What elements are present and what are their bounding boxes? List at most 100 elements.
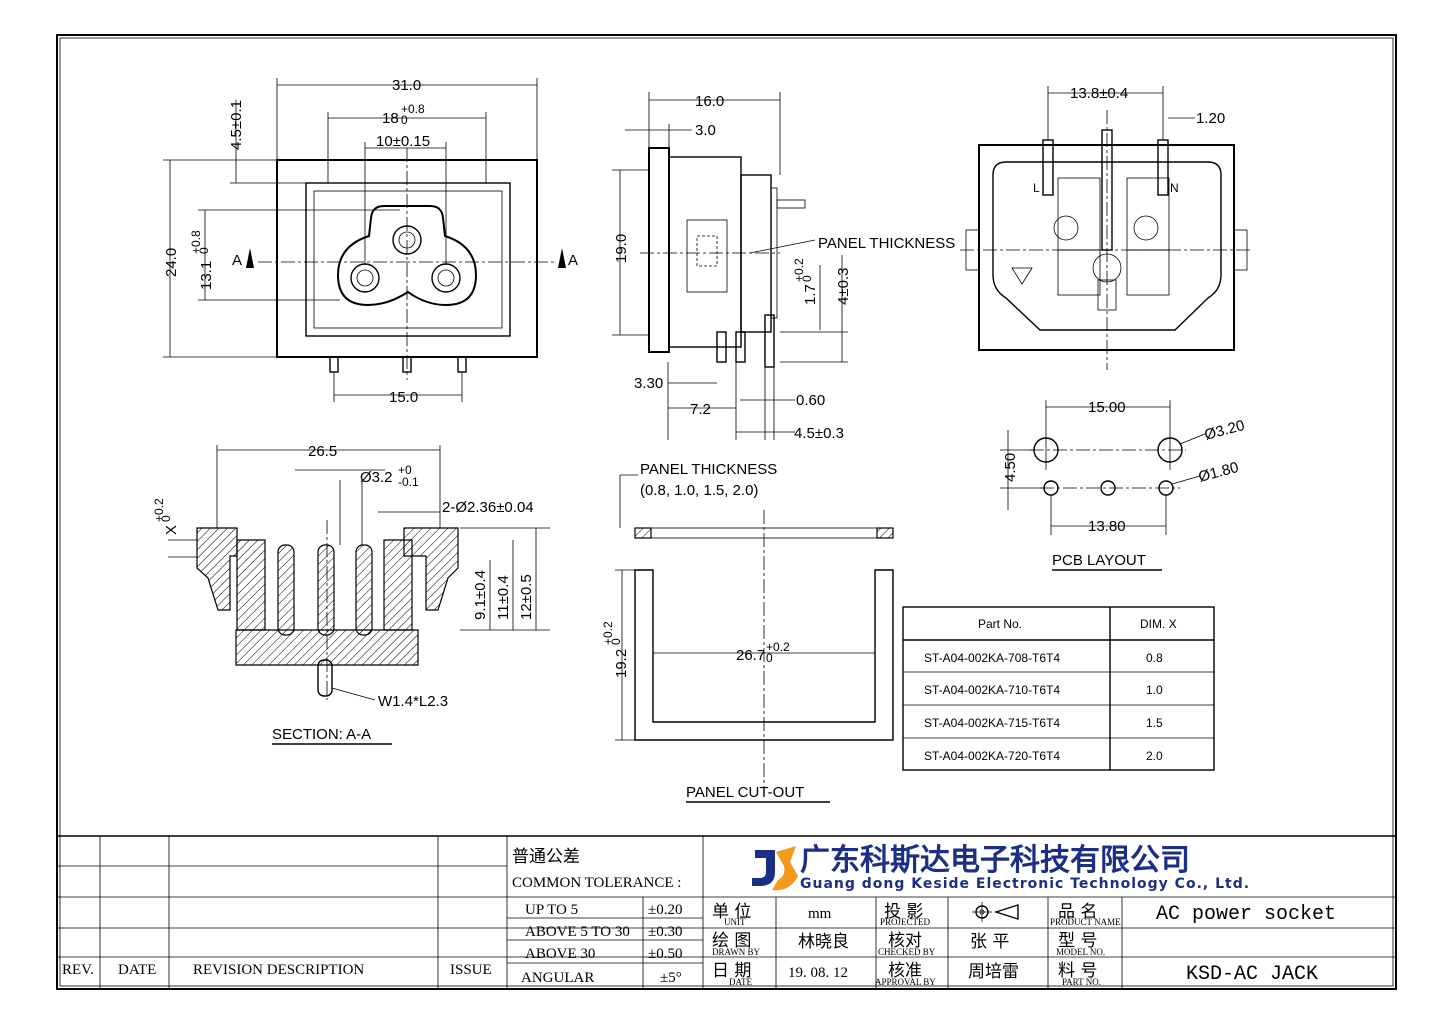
model-en: MODEL NO. — [1056, 947, 1105, 957]
tol-row-1-value: ±0.20 — [648, 902, 682, 918]
tol-row-2-value: ±0.30 — [648, 924, 682, 940]
date-value: 19. 08. 12 — [788, 965, 848, 981]
part-table-row-3-dim: 1.5 — [1146, 716, 1163, 730]
part-table-header-dim: DIM. X — [1140, 617, 1177, 631]
cutout-label1: PANEL THICKNESS — [640, 461, 777, 478]
company-name-en: Guang dong Keside Electronic Technology … — [800, 876, 1250, 892]
part-table-header-part: Part No. — [978, 617, 1022, 631]
front-pinh-dim: 13.1 — [198, 261, 215, 290]
side-a-tol-lower: 0 — [800, 275, 814, 282]
panel-cutout — [615, 474, 894, 803]
section-mark-left: A — [232, 252, 242, 269]
side-b-dim: 4±0.3 — [835, 268, 852, 305]
checked-en: CHECKED BY — [878, 947, 936, 957]
side-a-dim: 1.7 — [802, 284, 819, 305]
front-top-dim: 4.5±0.1 — [228, 100, 245, 150]
unit-cn: 单 位 — [712, 902, 751, 922]
side-f-dim: 4.5±0.3 — [794, 425, 844, 442]
front-base-dim: 15.0 — [389, 389, 418, 406]
drawn-cn: 绘 图 — [712, 931, 751, 951]
side-a-tol-upper: +0.2 — [792, 258, 806, 282]
title-block-grid — [57, 835, 1396, 989]
tol-row-3-range: ABOVE 30 — [525, 946, 595, 962]
front-pinh-tol-upper: +0.8 — [189, 230, 203, 254]
part-table-row-3-part: ST-A04-002KA-715-T6T4 — [924, 716, 1060, 730]
side-e-dim: 0.60 — [796, 392, 825, 409]
side-depth-dim: 16.0 — [695, 93, 724, 110]
cutout-h-dim: 19.2 — [613, 649, 630, 678]
side-c-dim: 3.30 — [634, 375, 663, 392]
tol-row-4-range: ANGULAR — [521, 970, 594, 986]
drawn-en: DRAWN BY — [712, 947, 761, 957]
rev-header-rev: REV. — [62, 962, 94, 978]
side-view — [612, 92, 848, 440]
part-no-value: KSD-AC JACK — [1186, 963, 1318, 986]
front-view — [163, 78, 566, 402]
part-table — [902, 606, 1215, 771]
section-x-dim: X — [163, 525, 180, 535]
part-table-row-1-part: ST-A04-002KA-708-T6T4 — [924, 651, 1060, 665]
drawing-inner-border — [59, 37, 1394, 987]
front-width-dim: 31.0 — [392, 77, 421, 94]
tol-row-3-value: ±0.50 — [648, 946, 682, 962]
section-mark-right: A — [568, 252, 578, 269]
rear-mark-n: N — [1170, 181, 1179, 195]
part-table-row-1-dim: 0.8 — [1146, 651, 1163, 665]
tolerance-cn: 普通公差 — [512, 847, 580, 867]
approval-value: 周培雷 — [968, 962, 1019, 982]
date-en: DATE — [729, 977, 752, 987]
section-11-dim: 11±0.4 — [495, 575, 512, 620]
side-flange-dim: 3.0 — [695, 122, 716, 139]
part-table-row-4-dim: 2.0 — [1146, 749, 1163, 763]
section-91-dim: 9.1±0.4 — [472, 570, 489, 620]
product-name-value: AC power socket — [1156, 903, 1336, 926]
checked-cn: 核对 — [888, 931, 922, 951]
pcb-bottom-dim: 13.80 — [1088, 518, 1126, 535]
cutout-title: PANEL CUT-OUT — [686, 784, 804, 801]
section-hole-tol-lower: -0.1 — [398, 475, 419, 489]
section-x-tol-upper: +0.2 — [152, 498, 166, 522]
company-name-cn: 广东科斯达电子科技有限公司 — [800, 843, 1190, 878]
front-pin-dim: 10±0.15 — [376, 133, 430, 150]
rev-header-date: DATE — [118, 962, 156, 978]
cutout-label2: (0.8, 1.0, 1.5, 2.0) — [640, 482, 758, 499]
unit-value: mm — [808, 906, 832, 922]
front-height-dim: 24.0 — [163, 248, 180, 277]
rev-header-issue: ISSUE — [450, 962, 492, 978]
unit-en: UNIT — [724, 917, 746, 927]
part-no-en: PART NO. — [1062, 977, 1101, 987]
approval-en: APPROVAL BY — [875, 977, 936, 987]
section-hole-tol-upper: +0 — [398, 463, 412, 477]
approval-cn: 核准 — [888, 961, 922, 981]
pcb-top-dim: 15.00 — [1088, 399, 1126, 416]
projection-symbol-icon — [972, 902, 1019, 922]
rev-header-description: REVISION DESCRIPTION — [193, 962, 364, 978]
section-holes-dim: 2-Ø2.36±0.04 — [442, 499, 534, 516]
rear-mark-l: L — [1033, 181, 1040, 195]
front-pinh-tol-lower: 0 — [197, 247, 211, 254]
model-cn: 型 号 — [1058, 931, 1097, 951]
pcb-h-dim: 4.50 — [1002, 453, 1019, 482]
section-terminal-dim: W1.4*L2.3 — [378, 693, 448, 710]
pcb-d2-dim: Ø1.80 — [1197, 459, 1241, 486]
product-name-cn: 品 名 — [1058, 902, 1097, 922]
projected-en: PROJECTED — [880, 917, 931, 927]
company-logo-icon — [752, 846, 798, 891]
projected-cn: 投 影 — [884, 902, 923, 922]
rear-span-dim: 13.8±0.4 — [1070, 85, 1128, 102]
section-x-tol-lower: 0 — [159, 515, 173, 522]
front-opening-tol-lower: 0 — [401, 113, 408, 127]
rear-view — [960, 86, 1250, 370]
tol-row-1-range: UP TO 5 — [525, 902, 578, 918]
cutout-w-dim: 26.7 — [736, 647, 765, 664]
pcb-d1-dim: Ø3.20 — [1203, 417, 1247, 444]
cutout-h-tol-upper: +0.2 — [601, 621, 615, 645]
product-name-en: PRODUCT NAME — [1050, 917, 1121, 927]
side-panel-thickness-label: PANEL THICKNESS — [818, 235, 955, 252]
pcb-layout — [1000, 400, 1206, 571]
part-table-row-2-part: ST-A04-002KA-710-T6T4 — [924, 683, 1060, 697]
cutout-h-tol-lower: 0 — [609, 638, 623, 645]
side-height-dim: 19.0 — [613, 234, 630, 263]
date-cn: 日 期 — [712, 961, 751, 981]
